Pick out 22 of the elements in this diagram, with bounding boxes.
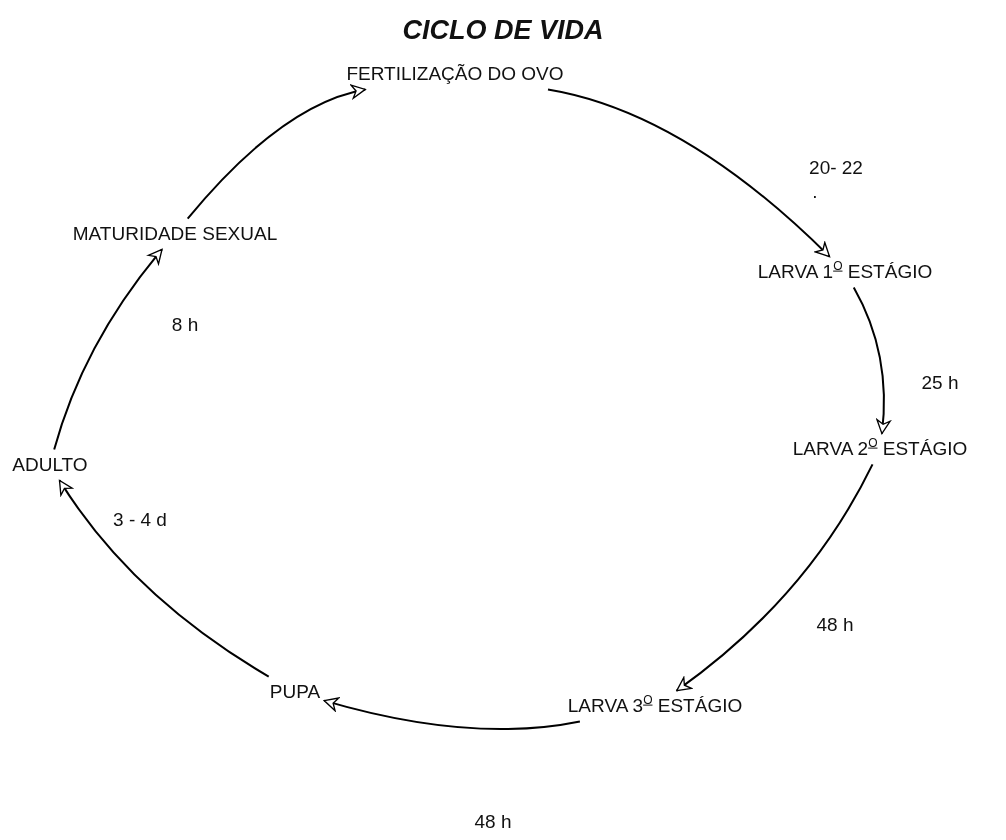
- stage-label: PUPA: [269, 680, 321, 704]
- curved-arrow: [323, 697, 581, 731]
- duration-label: 48 h: [474, 810, 512, 834]
- duration-label: 48 h: [816, 613, 854, 637]
- curved-arrow: [186, 85, 367, 220]
- duration-label: 20- 22: [809, 156, 863, 180]
- stage-label: MATURIDADE SEXUAL: [72, 222, 278, 246]
- curved-arrow: [675, 463, 874, 692]
- curved-arrow: [547, 88, 831, 258]
- duration-label: 3 - 4 d: [113, 508, 167, 532]
- stage-label: LARVA 2$^{O}$ ESTÁGIO: [792, 437, 968, 461]
- stage-label: ADULTO: [12, 453, 88, 477]
- curved-arrow: [58, 479, 270, 678]
- stage-label: FERTILIZAÇÃO DO OVO: [346, 62, 564, 86]
- diagram-title: CICLO DE VIDA: [402, 13, 604, 47]
- note-mark: .: [812, 180, 818, 204]
- stage-label: LARVA 1$^{O}$ ESTÁGIO: [757, 260, 933, 284]
- duration-label: 25 h: [921, 371, 959, 395]
- curved-arrow: [53, 248, 163, 451]
- curved-arrow: [852, 286, 891, 435]
- duration-label: 8 h: [171, 313, 199, 337]
- stage-label: LARVA 3$^{O}$ ESTÁGIO: [567, 694, 743, 718]
